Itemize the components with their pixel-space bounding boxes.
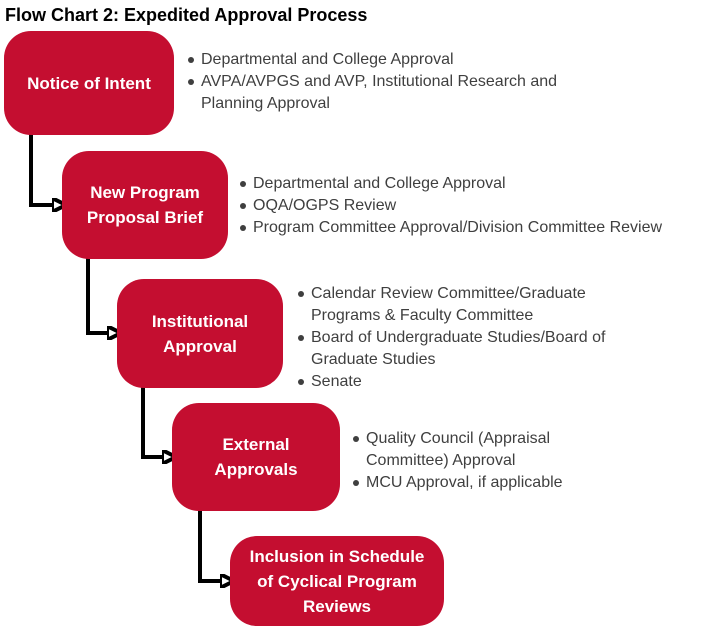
bullet-item: Senate bbox=[298, 371, 658, 393]
bullet-item: Departmental and College Approval bbox=[240, 173, 702, 195]
bullet-item: Calendar Review Committee/Graduate Progr… bbox=[298, 283, 658, 327]
bullet-list-new-program-proposal-brief: Departmental and College Approval OQA/OG… bbox=[240, 173, 702, 239]
bullet-item: OQA/OGPS Review bbox=[240, 195, 702, 217]
bullet-item: Board of Undergraduate Studies/Board of … bbox=[298, 327, 658, 371]
flow-step-external-approvals: External Approvals bbox=[172, 403, 340, 511]
bullet-item-text: Board of Undergraduate Studies/Board of … bbox=[311, 329, 606, 368]
bullet-item-text: Quality Council (Appraisal Committee) Ap… bbox=[366, 430, 551, 469]
flow-step-institutional-approval: Institutional Approval bbox=[117, 279, 283, 388]
bullet-list-notice-of-intent: Departmental and College Approval AVPA/A… bbox=[188, 49, 608, 115]
bullet-item: MCU Approval, if applicable bbox=[353, 472, 633, 494]
bullet-item-text: Senate bbox=[311, 373, 362, 390]
arrow-step2-to-step3 bbox=[86, 257, 108, 333]
bullet-item: AVPA/AVPGS and AVP, Institutional Resear… bbox=[188, 71, 608, 115]
bullet-item-text: OQA/OGPS Review bbox=[253, 197, 397, 214]
bullet-item: Program Committee Approval/Division Comm… bbox=[240, 217, 702, 239]
chart-title: Flow Chart 2: Expedited Approval Process bbox=[5, 5, 368, 25]
arrow-step3-to-step4 bbox=[141, 386, 163, 457]
bullet-item-text: Departmental and College Approval bbox=[201, 51, 454, 68]
arrow-step4-to-step5 bbox=[198, 509, 221, 581]
bullet-item-text: AVPA/AVPGS and AVP, Institutional Resear… bbox=[201, 73, 558, 112]
flow-step-inclusion-in-schedule: Inclusion in Schedule of Cyclical Progra… bbox=[230, 536, 444, 626]
bullet-item-text: Departmental and College Approval bbox=[253, 175, 506, 192]
flow-step-new-program-proposal-brief: New Program Proposal Brief bbox=[62, 151, 228, 259]
bullet-item: Departmental and College Approval bbox=[188, 49, 608, 71]
bullet-item: Quality Council (Appraisal Committee) Ap… bbox=[353, 428, 633, 472]
bullet-item-text: Calendar Review Committee/Graduate Progr… bbox=[311, 285, 586, 324]
bullet-list-institutional-approval: Calendar Review Committee/Graduate Progr… bbox=[298, 283, 658, 393]
arrow-step1-to-step2 bbox=[29, 133, 53, 205]
bullet-list-external-approvals: Quality Council (Appraisal Committee) Ap… bbox=[353, 428, 633, 494]
flow-step-notice-of-intent: Notice of Intent bbox=[4, 31, 174, 135]
bullet-item-text: MCU Approval, if applicable bbox=[366, 474, 563, 491]
bullet-item-text: Program Committee Approval/Division Comm… bbox=[253, 219, 663, 236]
